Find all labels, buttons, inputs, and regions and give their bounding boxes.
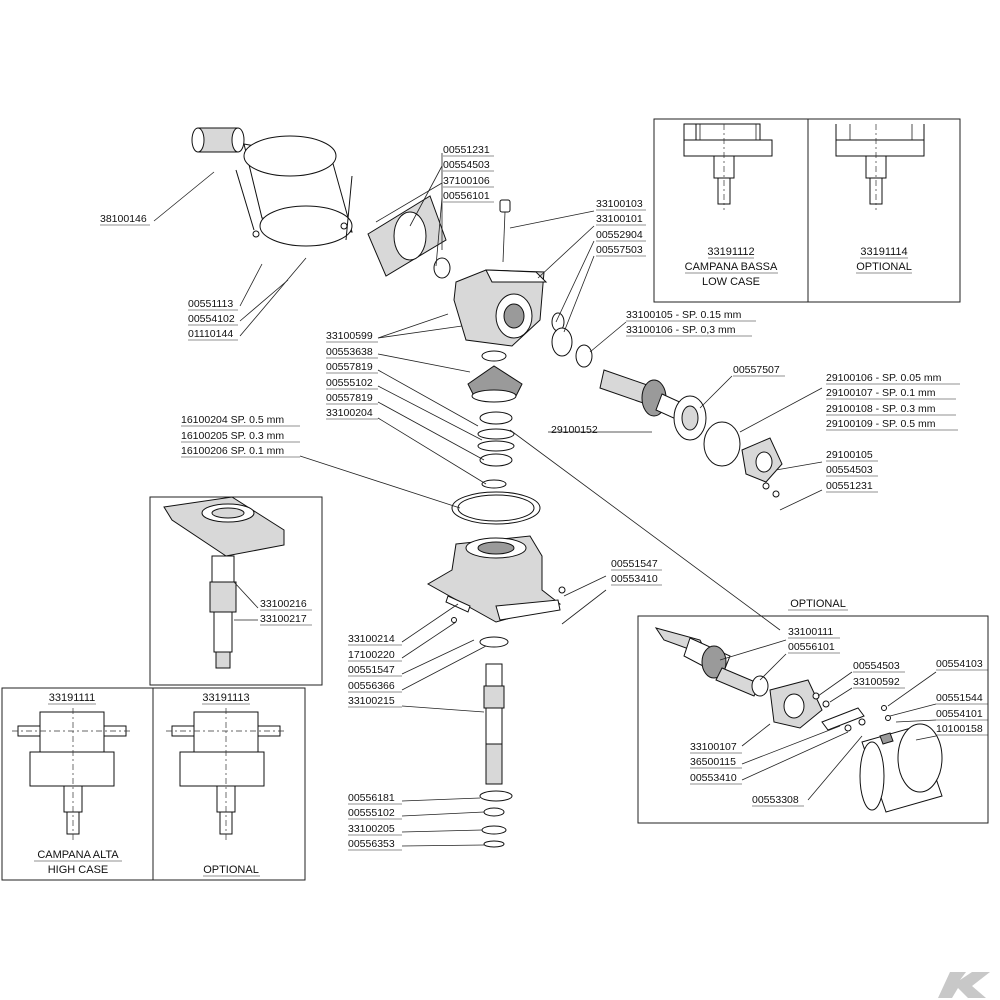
optional-top-label: OPTIONAL	[856, 261, 912, 273]
label-00551547-b: 00551547	[348, 664, 395, 676]
label-29100105: 29100105	[826, 449, 873, 461]
label-33100215: 33100215	[348, 695, 395, 707]
part-labels: 38100146 00551113 00554102 01110144 0055…	[100, 144, 983, 850]
optional-bottom-label: OPTIONAL	[203, 864, 259, 876]
label-00556181: 00556181	[348, 792, 395, 804]
high-case-english: HIGH CASE	[48, 864, 109, 876]
label-00554503-a: 00554503	[443, 159, 490, 171]
label-01110144: 01110144	[188, 328, 233, 340]
optional-inset-label: OPTIONAL	[790, 598, 846, 610]
label-00554102: 00554102	[188, 313, 235, 325]
label-29100107: 29100107 - SP. 0.1 mm	[826, 387, 936, 399]
label-00556353: 00556353	[348, 838, 395, 850]
label-16100206: 16100206 SP. 0.1 mm	[181, 445, 284, 457]
optional-top-housing-drawing	[835, 124, 925, 210]
label-00557507: 00557507	[733, 364, 780, 376]
output-shaft	[479, 636, 513, 848]
label-10100158: 10100158	[936, 723, 983, 735]
label-29100152: 29100152	[551, 424, 598, 436]
label-00557819-b: 00557819	[326, 392, 373, 404]
label-36500115: 36500115	[690, 756, 736, 768]
lower-case-housing	[426, 535, 566, 623]
label-00553410-b: 00553410	[690, 772, 737, 784]
label-37100106: 37100106	[443, 175, 490, 187]
flange-plate	[367, 195, 451, 279]
label-33100217: 33100217	[260, 613, 307, 625]
low-case-english: LOW CASE	[702, 276, 760, 288]
label-00554503-c: 00554503	[853, 660, 900, 672]
label-00551113: 00551113	[188, 298, 233, 310]
optional-bottom-housing-drawing	[166, 708, 286, 840]
label-29100109: 29100109 - SP. 0.5 mm	[826, 418, 936, 430]
low-case-italian: CAMPANA BASSA	[685, 261, 778, 273]
guard-cylinder	[235, 135, 353, 247]
label-00555102-a: 00555102	[326, 377, 373, 389]
optional-bottom-code: 33191113	[202, 692, 249, 704]
pto-shaft-tube	[191, 127, 245, 153]
low-case-housing-drawing	[683, 123, 773, 210]
optional-top-code: 33191114	[860, 246, 907, 258]
label-33100106: 33100106 - SP. 0,3 mm	[626, 324, 736, 336]
label-00557819-a: 00557819	[326, 361, 373, 373]
label-33100592: 33100592	[853, 676, 900, 688]
label-00554101: 00554101	[936, 708, 983, 720]
label-29100106: 29100106 - SP. 0.05 mm	[826, 372, 942, 384]
label-00556366: 00556366	[348, 680, 395, 692]
label-33100103: 33100103	[596, 198, 643, 210]
high-case-code: 33191111	[49, 692, 96, 704]
low-case-code: 33191112	[707, 246, 754, 258]
label-33100111: 33100111	[788, 626, 833, 638]
high-case-housing-drawing	[12, 708, 132, 840]
leader-lines	[153, 153, 937, 847]
label-33100214: 33100214	[348, 633, 395, 645]
label-16100204: 16100204 SP. 0.5 mm	[181, 414, 284, 426]
label-00556101-a: 00556101	[443, 190, 490, 202]
label-00551544: 00551544	[936, 692, 983, 704]
label-00553638: 00553638	[326, 346, 373, 358]
label-29100108: 29100108 - SP. 0.3 mm	[826, 403, 936, 415]
label-33100205: 33100205	[348, 823, 395, 835]
label-00556101-b: 00556101	[788, 641, 835, 653]
label-00554503-b: 00554503	[826, 464, 873, 476]
gearbox-housing	[453, 269, 548, 347]
label-00552904: 00552904	[596, 229, 643, 241]
inset-low-case-box: 33191112 CAMPANA BASSA LOW CASE 33191114…	[653, 118, 961, 303]
breather-plug	[499, 199, 511, 263]
label-underlines	[100, 155, 988, 851]
label-00553410-a: 00553410	[611, 573, 658, 585]
label-33100101: 33100101	[596, 213, 643, 225]
label-16100205: 16100205 SP. 0.3 mm	[181, 430, 284, 442]
label-33100105: 33100105 - SP. 0.15 mm	[626, 309, 742, 321]
gasket-ring	[451, 491, 541, 525]
watermark-logo	[938, 972, 990, 998]
high-case-italian: CAMPANA ALTA	[37, 849, 119, 861]
pinion-shaft	[599, 369, 783, 498]
label-33100107: 33100107	[690, 741, 737, 753]
side-seals	[551, 312, 593, 368]
label-00555102-b: 00555102	[348, 807, 395, 819]
label-33100216: 33100216	[260, 598, 307, 610]
label-00554103: 00554103	[936, 658, 983, 670]
label-38100146: 38100146	[100, 213, 147, 225]
bevel-gear-stack	[467, 350, 523, 489]
label-00551547-a: 00551547	[611, 558, 658, 570]
label-00551231-b: 00551231	[826, 480, 873, 492]
label-33100204: 33100204	[326, 407, 373, 419]
inset-shaft-variants-box	[149, 496, 323, 686]
label-00557503: 00557503	[596, 244, 643, 256]
label-00553308: 00553308	[752, 794, 799, 806]
label-00551231-a: 00551231	[443, 144, 490, 156]
label-33100599: 33100599	[326, 330, 373, 342]
inset-high-case-box: 33191111 33191113 CAMPANA ALTA	[1, 687, 306, 881]
inset-optional-box: OPTIONAL	[637, 598, 989, 824]
label-17100220: 17100220	[348, 649, 395, 661]
